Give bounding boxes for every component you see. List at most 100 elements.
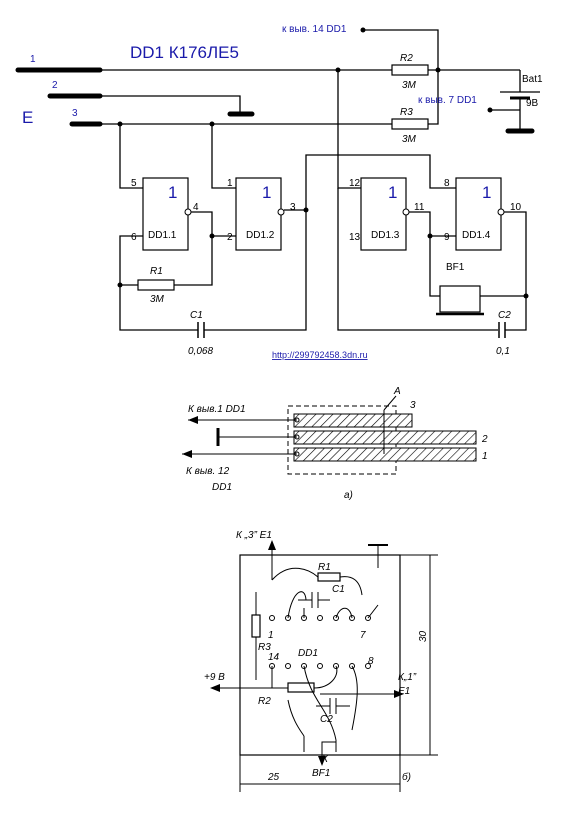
junction — [117, 121, 123, 127]
c2-label: C2 — [498, 310, 511, 321]
trace — [287, 665, 358, 737]
gate-dd1-4-inverter — [497, 208, 505, 216]
input-number-2: 2 — [52, 80, 58, 91]
gate-dd1-1-symbol: 1 — [168, 183, 177, 202]
pin14-terminal — [360, 27, 366, 33]
bf1-label: BF1 — [446, 262, 465, 273]
pin-11: 11 — [414, 202, 425, 213]
wire-pin10-to-c2 — [504, 211, 527, 331]
trace — [287, 591, 379, 619]
figure-a-electrode: A 3 2 1 К выв.1 DD1 К выв. 12 DD1 а) — [182, 386, 488, 501]
wire-r3-to-pin14 — [363, 29, 439, 125]
trace — [271, 567, 363, 596]
figure-a-leader — [383, 395, 397, 411]
junction — [209, 121, 215, 127]
pcb-c2 — [316, 698, 350, 714]
strip-number-3: 3 — [410, 400, 416, 411]
wire-probe2-to-ground — [100, 95, 241, 112]
gate-dd1-2-symbol: 1 — [262, 183, 271, 202]
pcb-r3 — [251, 614, 261, 638]
wire-pin4-to-r1 — [174, 236, 213, 286]
trace — [303, 736, 337, 752]
strip-1 — [293, 447, 477, 462]
pcb-r1 — [317, 572, 341, 582]
c2-value: 0,1 — [496, 346, 510, 357]
source-url[interactable]: http://299792458.3dn.ru — [272, 350, 368, 360]
resistor-r3 — [391, 118, 429, 130]
battery-label: Bat1 — [522, 74, 543, 85]
wire-r1-to-pin6 — [119, 235, 143, 286]
arrow-to-pin1-label: К выв.1 DD1 — [188, 404, 246, 415]
wire-to-c1 — [119, 285, 198, 331]
arrow-to-pin12-label-1: К выв. 12 — [186, 466, 230, 477]
pin-label-7: 7 — [360, 630, 366, 641]
c1-label: C1 — [190, 310, 203, 321]
gate-dd1-2 — [235, 177, 282, 251]
pin-5: 5 — [131, 178, 137, 189]
strip-number-2: 2 — [481, 434, 488, 445]
pin-9: 9 — [444, 232, 450, 243]
input-number-1: 1 — [30, 54, 36, 65]
arrow-head — [182, 450, 192, 458]
pin-13: 13 — [349, 232, 361, 243]
electrode-label: E — [22, 108, 33, 127]
pin-label-8: 8 — [368, 656, 374, 667]
pin-6: 6 — [131, 232, 137, 243]
pcb-r1-label: R1 — [318, 562, 331, 573]
r1-label: R1 — [150, 266, 163, 277]
gate-dd1-3 — [360, 177, 407, 251]
figure-b-pcb: К „3” Е1 R1 С1 R3 1 14 7 8 DD1 — [204, 530, 438, 792]
pin7-note: к выв. 7 DD1 — [418, 95, 477, 106]
pcb-c2-label: С2 — [320, 714, 333, 725]
wire-to-pin1 — [211, 124, 236, 189]
junction — [335, 67, 341, 73]
pin-8: 8 — [444, 178, 450, 189]
main-schematic: DD1 К176ЛЕ5 E 1 2 3 R2 3М R3 3М к выв. 1… — [15, 24, 543, 360]
pin-4: 4 — [193, 202, 199, 213]
bottom-arrow — [321, 741, 336, 760]
pcb-outline — [239, 554, 401, 756]
wire-pin3-to-pin8 — [305, 154, 456, 210]
gate-dd1-1-name: DD1.1 — [148, 230, 177, 241]
gate-dd1-2-name: DD1.2 — [246, 230, 275, 241]
trace — [271, 665, 338, 741]
wire-probe1-to-pin12 — [337, 70, 361, 189]
width-dimension — [239, 755, 401, 792]
wire-c1-to-pin3 — [204, 209, 307, 331]
pcb-r3-label: R3 — [258, 642, 271, 653]
gate-dd1-4-name: DD1.4 — [462, 230, 491, 241]
arrow-head — [188, 416, 198, 424]
gate-dd1-4-symbol: 1 — [482, 183, 491, 202]
pin14-note: к выв. 14 DD1 — [282, 24, 347, 35]
gate-dd1-3-inverter — [402, 208, 410, 216]
figure-a-caption: а) — [344, 490, 353, 501]
input-number-3: 3 — [72, 108, 78, 119]
figure-a-label-a: A — [393, 386, 401, 397]
pcb-c1 — [298, 592, 330, 608]
gate-dd1-4 — [455, 177, 502, 251]
pcb-chip-label: DD1 — [298, 648, 318, 659]
arrow-head — [318, 756, 326, 766]
pin-label-14: 14 — [268, 652, 280, 663]
pin-12: 12 — [349, 178, 361, 189]
wire-pin4-to-pin2 — [191, 211, 236, 237]
pin-3: 3 — [290, 202, 296, 213]
battery-voltage: 9В — [526, 98, 539, 109]
r3-value: 3М — [402, 134, 417, 145]
strip-number-1: 1 — [482, 451, 488, 462]
bottom-arrow-label-2: ВF1 — [312, 768, 330, 779]
width-value: 25 — [267, 772, 280, 783]
arrow-head — [210, 684, 220, 692]
chip-pins — [269, 615, 371, 669]
wire-to-c2 — [337, 188, 498, 331]
r2-label: R2 — [400, 53, 413, 64]
pin-2: 2 — [227, 232, 233, 243]
r3-label: R3 — [400, 107, 413, 118]
pin-10: 10 — [510, 202, 522, 213]
gate-dd1-3-name: DD1.3 — [371, 230, 400, 241]
gate-dd1-2-inverter — [277, 208, 285, 216]
bottom-arrow-label-1: К — [322, 754, 329, 765]
arrow-head — [394, 690, 404, 698]
